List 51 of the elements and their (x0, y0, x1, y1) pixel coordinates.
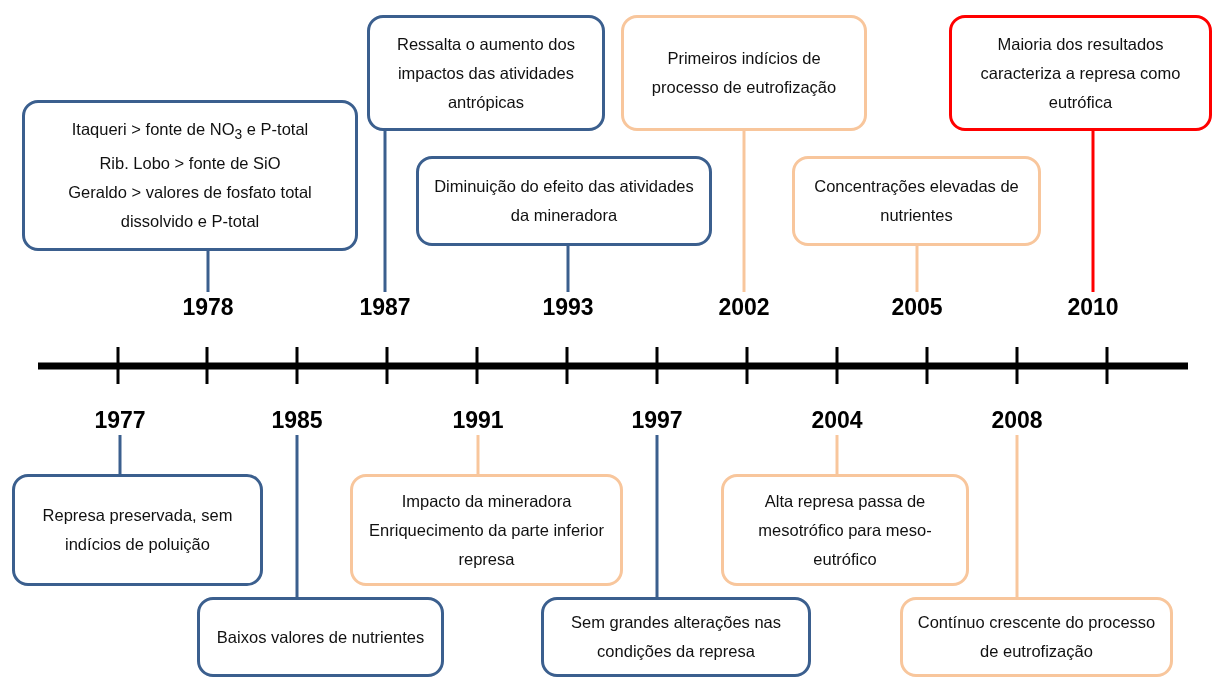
connector-line (915, 246, 919, 292)
year-label: 1993 (533, 292, 603, 322)
connector-line (476, 435, 480, 474)
connector-line (835, 435, 839, 474)
event-box (22, 100, 358, 251)
event-text: Diminuição do efeito das atividades da mineradora (433, 176, 695, 226)
event-text: Geraldo > valores de fosfato total dissolvido e P-total (67, 182, 313, 233)
event-text: Contínuo crescente do processo de eutrofização (916, 612, 1157, 662)
connector-line (1091, 131, 1095, 292)
event-box (900, 597, 1173, 677)
year-label: 2010 (1058, 292, 1128, 322)
event-box (350, 474, 623, 586)
event-text: Concentrações elevadas de nutrientes (813, 176, 1020, 226)
event-box (721, 474, 969, 586)
event-box (197, 597, 444, 677)
event-box (949, 15, 1212, 131)
year-label: 1985 (262, 405, 332, 435)
event-text: Baixos valores de nutrientes (216, 626, 425, 648)
event-box (621, 15, 867, 131)
event-text: Primeiros indícios de processo de eutrofização (650, 48, 838, 98)
event-box (367, 15, 605, 131)
year-label: 1977 (85, 405, 155, 435)
year-label: 2002 (709, 292, 779, 322)
event-box (541, 597, 811, 677)
event-text: Impacto da mineradora (401, 490, 572, 512)
year-label: 1987 (350, 292, 420, 322)
year-label: 2008 (982, 405, 1052, 435)
connector-line (566, 246, 570, 292)
connector-line (1015, 435, 1019, 597)
connector-line (655, 435, 659, 597)
connector-line (118, 435, 122, 474)
connector-line (206, 251, 210, 292)
connector-line (383, 131, 387, 292)
connector-line (295, 435, 299, 597)
year-label: 1997 (622, 405, 692, 435)
event-text: Rib. Lobo > fonte de SiO (99, 153, 281, 175)
event-text: Ressalta o aumento dos impactos das atividades antrópicas (396, 33, 576, 113)
event-box (12, 474, 263, 586)
event-box (416, 156, 712, 246)
event-text: Enriquecimento da parte inferior represa (368, 519, 605, 570)
connector-line (742, 131, 746, 292)
year-label: 1991 (443, 405, 513, 435)
event-text: Sem grandes alterações nas condições da represa (569, 612, 782, 662)
event-text: Alta represa passa de mesotrófico para meso-eutrófico (757, 490, 933, 570)
year-label: 1978 (173, 292, 243, 322)
event-text: Maioria dos resultados caracteriza a represa como eutrófica (979, 33, 1182, 113)
year-label: 2004 (802, 405, 872, 435)
year-label: 2005 (882, 292, 952, 322)
event-box (792, 156, 1041, 246)
event-text: Represa preservada, sem indícios de poluição (41, 505, 234, 555)
event-text: Itaqueri > fonte de NO$_{3}$ e P-total (71, 118, 309, 145)
